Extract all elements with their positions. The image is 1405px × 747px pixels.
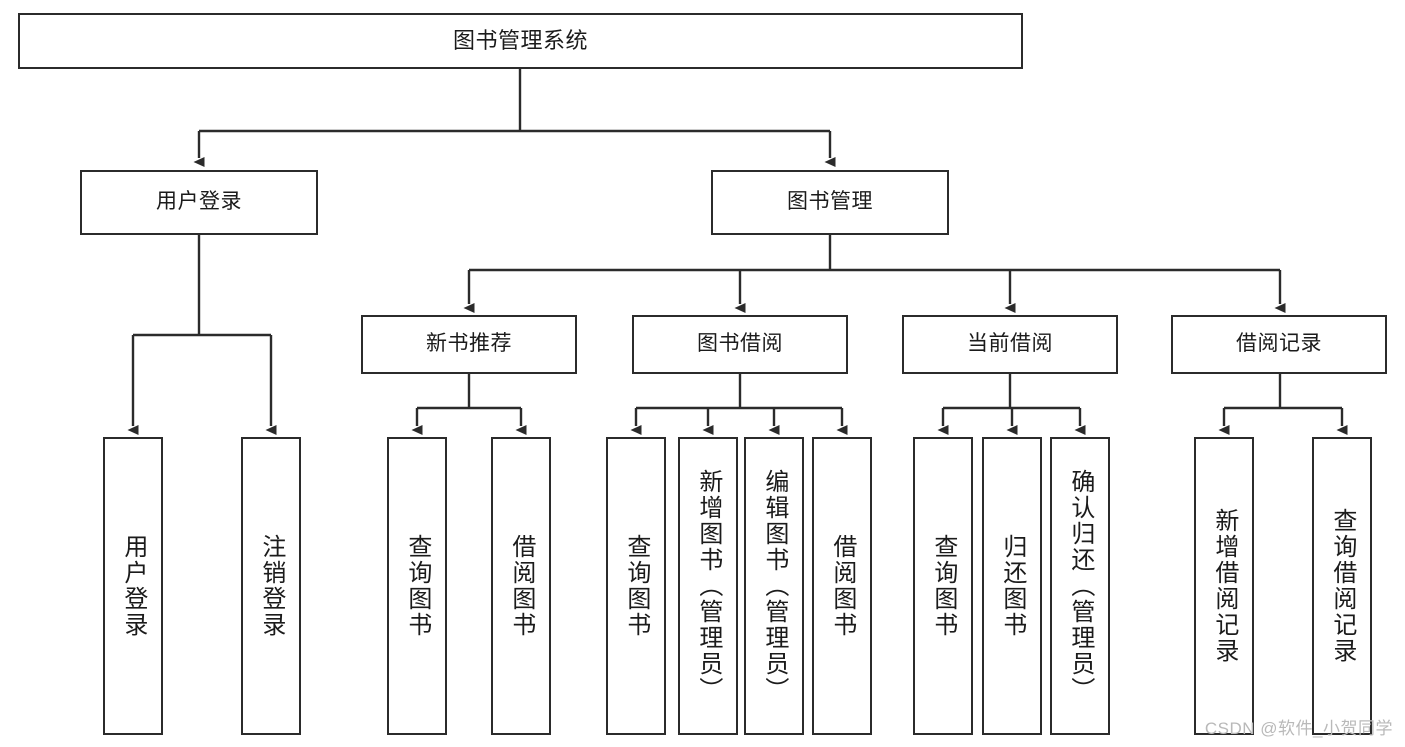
node-book-management[interactable]: 图书管理 [711,170,949,235]
node-label: 新增借阅记录 [1210,508,1238,664]
leaf-borrow-record-query-record[interactable]: 查询借阅记录 [1312,437,1372,735]
node-label: 借阅记录 [1236,332,1322,356]
leaf-borrow-record-add-record[interactable]: 新增借阅记录 [1194,437,1254,735]
node-label: 图书管理系统 [452,28,588,54]
leaf-user-login-logout[interactable]: 注销登录 [241,437,301,735]
node-label: 查询图书 [403,534,431,638]
node-label: 当前借阅 [967,332,1053,356]
leaf-book-borrow-query-book[interactable]: 查询图书 [606,437,666,735]
node-label: 确认归还（管理员） [1066,469,1094,703]
node-label: 借阅图书 [507,534,535,638]
node-label: 图书管理 [787,190,873,214]
leaf-current-borrow-return-book[interactable]: 归还图书 [982,437,1042,735]
node-borrow-record[interactable]: 借阅记录 [1171,315,1387,374]
node-label: 用户登录 [119,534,147,638]
node-new-book-recommend[interactable]: 新书推荐 [361,315,577,374]
node-label: 借阅图书 [828,534,856,638]
node-label: 新书推荐 [426,332,512,356]
leaf-user-login-login[interactable]: 用户登录 [103,437,163,735]
node-label: 编辑图书（管理员） [760,469,788,703]
node-label: 图书借阅 [697,332,783,356]
leaf-current-borrow-query-book[interactable]: 查询图书 [913,437,973,735]
node-label: 查询图书 [929,534,957,638]
node-current-borrow[interactable]: 当前借阅 [902,315,1118,374]
node-book-borrow[interactable]: 图书借阅 [632,315,848,374]
node-label: 用户登录 [156,190,242,214]
leaf-book-borrow-add-book-admin[interactable]: 新增图书（管理员） [678,437,738,735]
node-label: 查询借阅记录 [1328,508,1356,664]
node-label: 注销登录 [257,534,285,638]
leaf-current-borrow-confirm-return-admin[interactable]: 确认归还（管理员） [1050,437,1110,735]
watermark-text: CSDN @软件_小贺同学 [1204,719,1393,738]
leaf-book-borrow-edit-book-admin[interactable]: 编辑图书（管理员） [744,437,804,735]
node-label: 查询图书 [622,534,650,638]
node-root-book-management-system[interactable]: 图书管理系统 [18,13,1023,69]
leaf-new-book-borrow-book[interactable]: 借阅图书 [491,437,551,735]
node-user-login[interactable]: 用户登录 [80,170,318,235]
leaf-book-borrow-borrow-book[interactable]: 借阅图书 [812,437,872,735]
node-label: 归还图书 [998,534,1026,638]
leaf-new-book-query-book[interactable]: 查询图书 [387,437,447,735]
node-label: 新增图书（管理员） [694,469,722,703]
